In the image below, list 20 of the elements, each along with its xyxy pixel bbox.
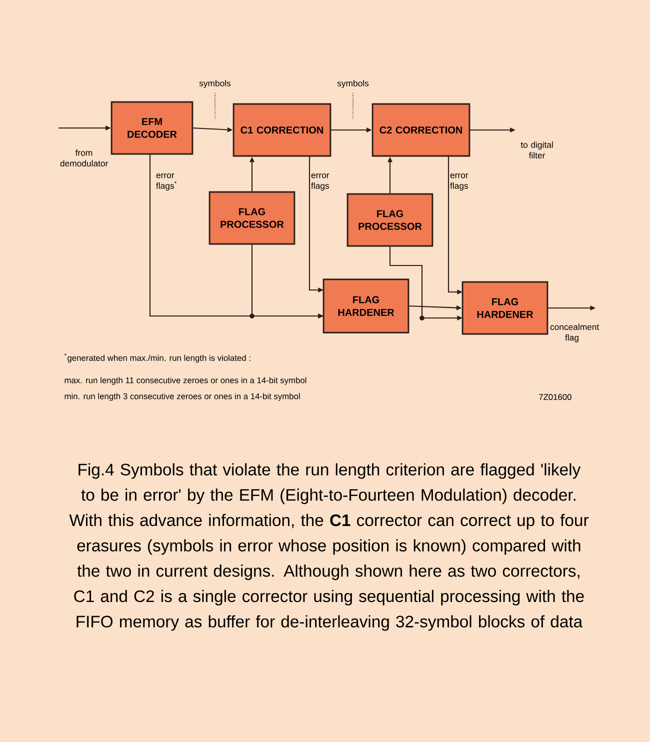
block-box: FLAG PROCESSOR [208, 191, 296, 245]
footnote-text: 7Z01600 [539, 394, 572, 400]
edge-label: symbols [199, 80, 231, 88]
block-box: C1 CORRECTION [232, 103, 332, 157]
block-box: EFM DECODER [110, 101, 194, 155]
edge-label: error flags [450, 173, 468, 191]
edge-label: symbols [337, 80, 369, 88]
block-box: FLAG HARDENER [322, 278, 410, 334]
signal-text: from demodulator [60, 150, 108, 166]
signal-text: concealment flag [550, 324, 600, 342]
block-box: C2 CORRECTION [372, 103, 470, 157]
caption-text: Fig.4 Symbols that violate the run length criterion are flagged 'likely to be in error' by the EFM (Eight-to-Fourteen Modulation) decoder. With this advance information, the C1 corrector can correct up to four erasures (symbols in error whose position is known) compared with the two in current designs. Although shown here as two correctors, C1 and C2 is a single corrector using sequential processing with the FIFO memory as buffer for de-interleaving 32-symbol blocks of data [69, 463, 589, 631]
footnote-text: min. run length 3 consecutive zeroes or ones in a 14-bit symbol [64, 393, 300, 401]
block-box: FLAG HARDENER [462, 281, 548, 335]
block-box: FLAG PROCESSOR [346, 193, 434, 247]
signal-text: to digital filter [520, 142, 553, 159]
footnote-text: max. run length 11 consecutive zeroes or ones in a 14-bit symbol [64, 377, 306, 385]
edge-label: error flags [311, 173, 330, 191]
footnote-text: $^{*}$generated when max./min. run length is violated : [64, 353, 250, 363]
edge-label: error flags$^{*}$ [156, 173, 177, 191]
